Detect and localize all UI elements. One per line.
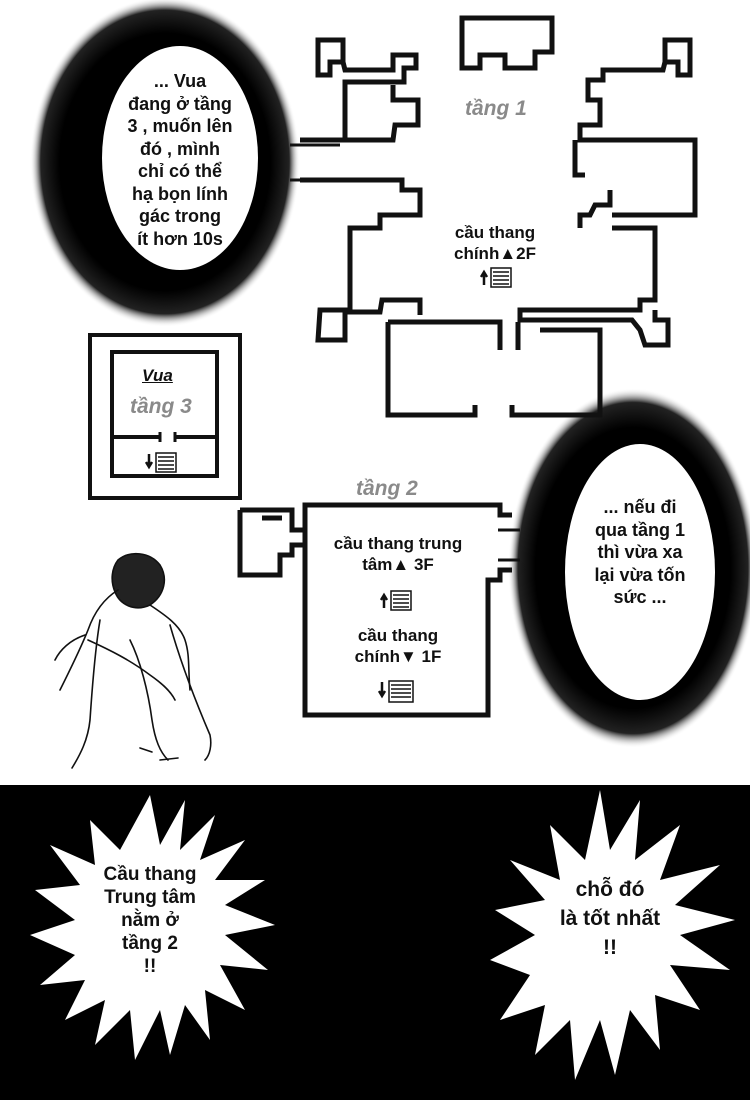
right-line: sức ... <box>613 587 667 607</box>
burst-shapes <box>30 790 735 1080</box>
floor2-main-stair-label: cầu thang chính▼ 1F <box>338 625 458 667</box>
right-line: lại vừa tốn <box>594 564 686 585</box>
left-line: đó , mình <box>140 138 220 159</box>
floor2-center-stair-label: cầu thang trung tâm▲ 3F <box>318 533 478 575</box>
right-line: ... nếu đi <box>603 497 677 517</box>
floor1-stair-label: cầu thang chính▲2F <box>440 222 550 264</box>
bl-line: Cầu thang <box>103 864 197 885</box>
left-line: gác trong <box>138 206 221 226</box>
floor2-map <box>237 502 512 718</box>
floor1-map <box>300 15 698 418</box>
stair-up-icon <box>379 588 414 617</box>
bl-line: !! <box>143 956 157 977</box>
stair-up-icon <box>479 265 514 294</box>
right-line: qua tầng 1 <box>594 519 685 540</box>
king-label: Vua <box>142 366 173 385</box>
right-line: thì vừa xa <box>597 542 683 562</box>
br-line: !! <box>603 936 617 959</box>
bubble-shapes <box>30 0 750 769</box>
left-line: ... Vua <box>153 71 207 91</box>
left-line: ít hơn 10s <box>137 228 223 249</box>
floor2-center-line2: tâm▲ 3F <box>362 555 434 574</box>
stair-down-icon <box>377 678 416 709</box>
floor2-center-line1: cầu thang trung <box>333 534 463 553</box>
floor1-stair-line1: cầu thang <box>454 223 536 242</box>
right-bubble-inner <box>565 444 715 700</box>
character-sketch <box>54 552 212 769</box>
br-line: là tốt nhất <box>559 907 661 930</box>
left-line: hạ bọn lính <box>132 183 228 204</box>
floor1-label: tầng 1 <box>465 97 527 120</box>
bl-line: nằm ở <box>121 910 179 931</box>
left-thought-text: ... Vua đang ở tầng 3 , muốn lên đó , mì… <box>105 70 255 250</box>
right-thought-text: ... nếu đi qua tầng 1 thì vừa xa lại vừa… <box>570 496 710 609</box>
left-line: đang ở tầng <box>128 93 232 114</box>
stair-down-icon <box>144 450 179 479</box>
bottom-panel: Cầu thang Trung tâm nằm ở tầng 2 !! chỗ … <box>0 785 750 1100</box>
left-bubble-inner <box>102 46 258 270</box>
left-burst <box>30 795 275 1060</box>
floor2-label: tầng 2 <box>356 477 418 500</box>
bl-line: tầng 2 <box>122 933 178 954</box>
left-line: 3 , muốn lên <box>127 116 233 136</box>
floor3-map <box>88 333 242 500</box>
floor3-label: tầng 3 <box>130 395 192 418</box>
floor2-main-line2: chính▼ 1F <box>354 647 442 666</box>
floor1-stair-line2: chính▲2F <box>454 244 536 263</box>
right-burst <box>490 790 735 1080</box>
floor2-main-line1: cầu thang <box>357 626 439 645</box>
bottom-left-text: Cầu thang Trung tâm nằm ở tầng 2 !! <box>80 863 220 978</box>
top-panel: ... Vua đang ở tầng 3 , muốn lên đó , mì… <box>30 0 750 769</box>
bottom-right-text: chỗ đó là tốt nhất !! <box>540 875 680 962</box>
bl-line: Trung tâm <box>104 887 196 908</box>
br-line: chỗ đó <box>575 878 645 901</box>
left-line: chỉ có thể <box>137 161 222 181</box>
